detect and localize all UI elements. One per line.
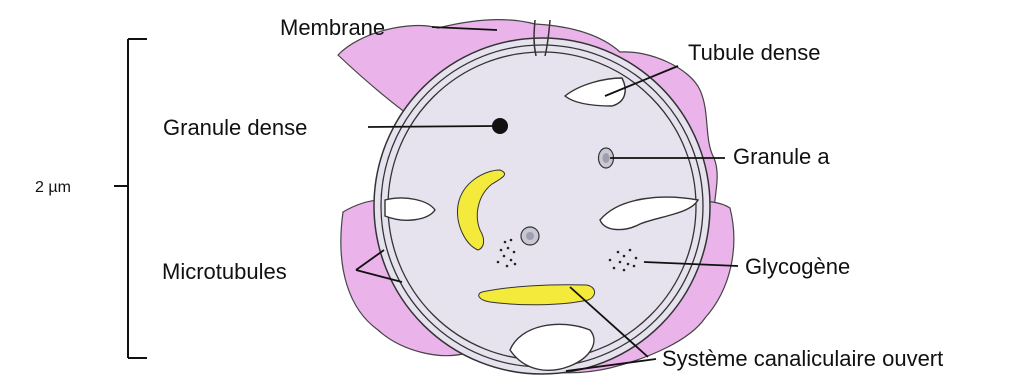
label-membrane: Membrane: [280, 15, 385, 40]
scale-label: 2 µm: [35, 179, 71, 196]
scale-bracket: [114, 39, 147, 358]
leader-granule-dense: [368, 126, 496, 127]
label-glycogene: Glycogène: [745, 254, 850, 279]
alpha-granule-center-core: [526, 232, 534, 240]
label-microtubules: Microtubules: [162, 259, 287, 284]
alpha-granule-right-core: [603, 153, 610, 163]
label-systeme-canaliculaire: Système canaliculaire ouvert: [662, 346, 943, 371]
label-granule-a: Granule a: [733, 144, 830, 169]
label-tubule-dense: Tubule dense: [688, 40, 821, 65]
label-granule-dense: Granule dense: [163, 115, 307, 140]
